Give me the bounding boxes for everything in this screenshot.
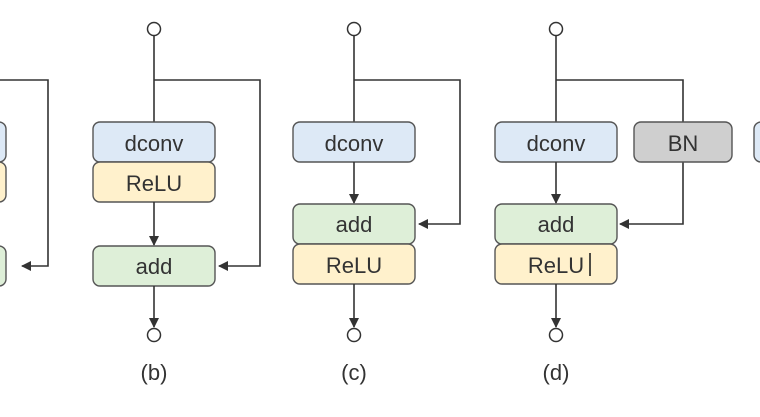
- panel-c: dconv add ReLU (c): [292, 21, 461, 385]
- panel-d-to-bn-line: [556, 79, 684, 122]
- panel-d: dconv BN add ReLU (d): [494, 21, 733, 385]
- panel-b-input-node: [146, 21, 162, 37]
- panel-b-add-label: add: [136, 254, 173, 279]
- panel-e-partial-box: [753, 121, 760, 163]
- panel-d-bn-to-add-arrow: [619, 162, 684, 229]
- panel-c-dconv-label: dconv: [325, 131, 384, 156]
- panel-b-relu-label: ReLU: [126, 171, 182, 196]
- panel-c-caption: (c): [341, 360, 367, 385]
- panel-b-skip-line: [154, 79, 261, 271]
- panel-a-relu-box: [0, 161, 7, 203]
- panel-c-skip-line: [354, 79, 461, 229]
- panel-b-output-node: [146, 327, 162, 343]
- panel-d-bn-box: BN: [633, 121, 733, 163]
- panel-b-dconv-box: dconv: [92, 121, 216, 163]
- panel-c-output-node: [346, 327, 362, 343]
- panel-d-caption: (d): [543, 360, 570, 385]
- panel-a-add-box: [0, 245, 7, 287]
- panel-d-input-node: [548, 21, 564, 37]
- panel-d-dconv-label: dconv: [527, 131, 586, 156]
- panel-c-add-label: add: [336, 212, 373, 237]
- panel-b-dconv-label: dconv: [125, 131, 184, 156]
- panel-d-dconv-box: dconv: [494, 121, 618, 163]
- panel-d-add-label: add: [538, 212, 575, 237]
- panel-a-dconv-box: [0, 121, 7, 163]
- panel-c-relu-box: ReLU: [292, 243, 416, 285]
- panel-c-input-node: [346, 21, 362, 37]
- panel-c-relu-label: ReLU: [326, 253, 382, 278]
- panel-b-relu-box: ReLU: [92, 161, 216, 203]
- panel-a: [0, 79, 49, 287]
- panel-d-output-node: [548, 327, 564, 343]
- panel-c-add-box: add: [292, 203, 416, 245]
- panel-b: dconv ReLU add (b): [92, 21, 261, 385]
- panel-d-bn-label: BN: [668, 131, 699, 156]
- panel-d-relu-box: ReLU: [494, 243, 618, 285]
- panel-b-add-box: add: [92, 245, 216, 287]
- panel-d-relu-label: ReLU: [528, 253, 584, 278]
- panel-a-skip-line: [0, 79, 49, 271]
- panel-b-caption: (b): [141, 360, 168, 385]
- panel-c-dconv-box: dconv: [292, 121, 416, 163]
- panel-d-add-box: add: [494, 203, 618, 245]
